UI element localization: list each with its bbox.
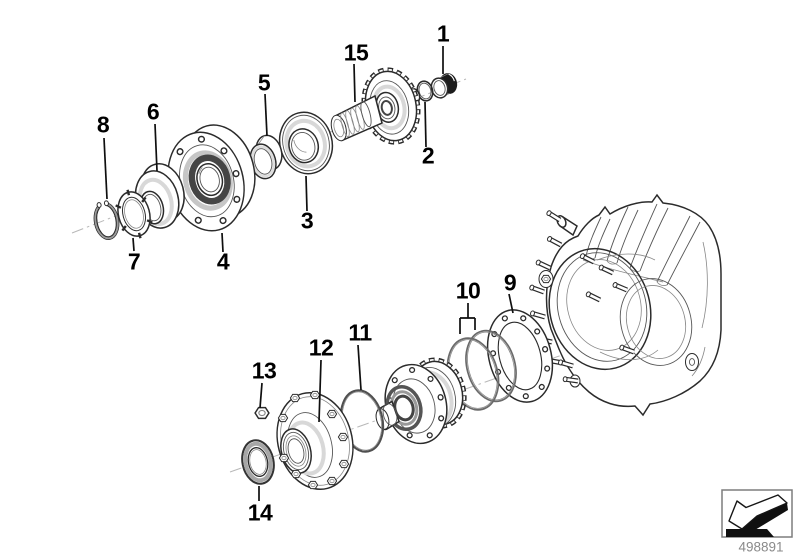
leader-11	[357, 344, 362, 391]
callout-2[interactable]: 2	[421, 142, 435, 169]
stamp-box	[721, 489, 793, 538]
callout-1[interactable]: 1	[436, 20, 450, 47]
leader-6	[154, 123, 158, 172]
part-13-nut	[254, 406, 270, 420]
callout-3[interactable]: 3	[300, 207, 314, 234]
callout-9[interactable]: 9	[503, 269, 517, 296]
part-14-seal-ring	[241, 439, 275, 485]
leader-15	[353, 63, 356, 103]
part-3-bearing	[278, 111, 334, 175]
leader-10	[459, 303, 476, 334]
leader-4	[221, 232, 224, 253]
part-12-cover-flange	[276, 390, 354, 491]
direction-arrow-icon	[726, 494, 788, 537]
housing	[529, 193, 722, 417]
part-5-spacer	[249, 134, 283, 180]
callout-4[interactable]: 4	[216, 248, 230, 275]
part-4-drive-flange	[167, 124, 256, 232]
callout-8[interactable]: 8	[96, 111, 110, 138]
hub-assembly	[375, 357, 467, 445]
leader-7	[132, 237, 135, 252]
leader-13	[259, 382, 263, 409]
part-15-input-shaft	[330, 67, 421, 145]
callout-15[interactable]: 15	[343, 39, 369, 66]
part-7-lock-ring	[115, 189, 153, 239]
leader-3	[305, 175, 308, 212]
leader-2	[424, 101, 427, 148]
image-number: 498891	[738, 539, 784, 555]
callout-13[interactable]: 13	[251, 357, 277, 384]
leader-lines	[103, 46, 514, 501]
callout-5[interactable]: 5	[257, 69, 271, 96]
callout-12[interactable]: 12	[308, 334, 334, 361]
part-8-snap-ring	[93, 200, 120, 240]
leader-8	[103, 137, 108, 200]
callout-7[interactable]: 7	[127, 248, 141, 275]
part-9-gasket	[486, 309, 554, 403]
callout-11[interactable]: 11	[348, 319, 372, 346]
callout-6[interactable]: 6	[146, 98, 160, 125]
leader-12	[318, 359, 322, 423]
callout-14[interactable]: 14	[247, 499, 273, 526]
leader-9	[508, 293, 514, 314]
callout-10[interactable]: 10	[455, 277, 481, 304]
leader-5	[264, 93, 268, 137]
part-1-cap	[430, 73, 458, 99]
